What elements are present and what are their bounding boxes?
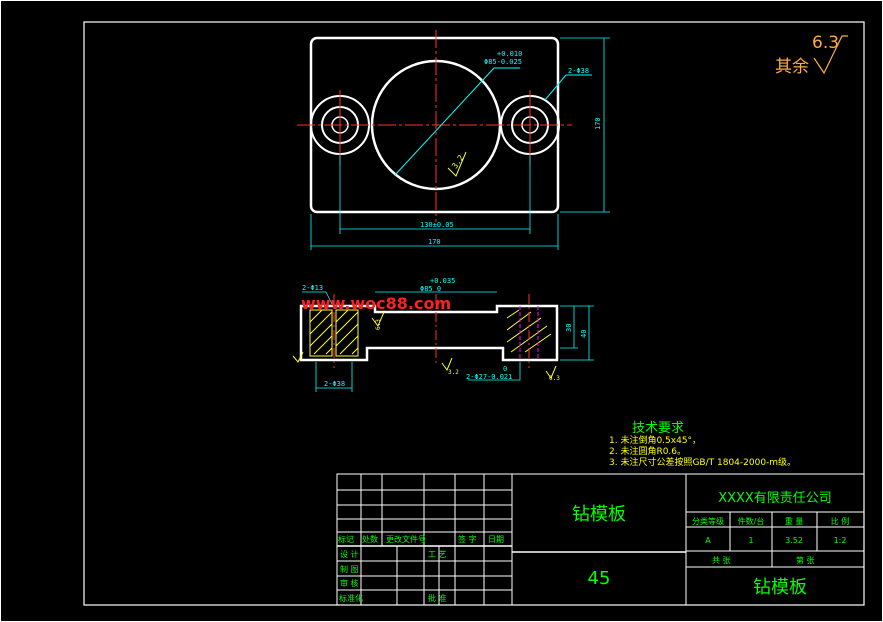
tb-head-doc: 更改文件号 — [386, 534, 426, 544]
tech-req-item-3: 3. 未注尺寸公差按照GB/T 1804-2000-m级。 — [609, 456, 796, 468]
spacing-dim-text: 130±0.05 — [420, 221, 454, 229]
counterbore-callout: 2-Φ38 — [324, 380, 345, 388]
roughness-symbol-general: 其余 6.3 — [775, 33, 848, 77]
small-holes-leader-2 — [325, 291, 333, 305]
drawing-name: 钻模板 — [753, 577, 807, 598]
tb-info-h-scale: 比 例 — [831, 516, 850, 526]
holes-callout: 2-Φ38 — [568, 67, 589, 75]
tech-req-item-1: 1. 未注倒角0.5x45°， — [609, 434, 701, 446]
tech-requirements: 技术要求 1. 未注倒角0.5x45°， 2. 未注圆角R0.6。 3. 未注尺… — [609, 421, 796, 468]
pin-diameter: 2-Φ27-0.021 — [466, 373, 512, 381]
left-hatch-2 — [335, 309, 359, 355]
left-hatch — [309, 309, 333, 355]
tb-process: 工 艺 — [428, 550, 447, 559]
material: 45 — [588, 568, 611, 589]
left-hatch-frame-2 — [335, 309, 359, 357]
tb-design: 设 计 — [340, 549, 359, 559]
pin-tol-zero: 0 — [503, 365, 507, 373]
bore-diameter: Φ85-0.025 — [484, 58, 522, 66]
tb-info-h-qty: 件数/台 — [738, 516, 765, 526]
tb-info-weight: 3.52 — [785, 536, 803, 545]
bore-tolerance: +0.010 — [497, 50, 522, 58]
tb-sheet-no: 第 张 — [796, 555, 815, 565]
part-name: 钻模板 — [572, 504, 626, 525]
watermark: www.woc88.com — [301, 294, 451, 313]
roughness-check-icon — [813, 35, 848, 75]
tb-head-sign: 签 字 — [458, 534, 477, 544]
roughness-3-2-icon — [447, 151, 467, 177]
section-view: 2-Φ13 +0.035 Φ85 0 30 40 2-Φ38 0 2-Φ27-0… — [292, 277, 594, 392]
tech-req-title: 技术要求 — [632, 421, 684, 436]
tb-head-count: 处数 — [362, 534, 378, 544]
width-dim-text: 170 — [594, 117, 602, 130]
dim-40-text: 40 — [580, 330, 588, 338]
roughness-value: 6.3 — [812, 33, 839, 53]
sec-roughness-left-icon — [371, 311, 385, 327]
roughness-prefix: 其余 — [775, 57, 809, 77]
tb-head-mark: 标记 — [338, 534, 354, 544]
top-view: +0.010 Φ85-0.025 2-Φ38 3.2 170 130±0.05 … — [297, 30, 610, 250]
left-hatch-frame — [309, 309, 333, 357]
bore-dim-line — [394, 67, 495, 176]
title-block-frame — [336, 473, 865, 606]
roughness-3-2: 3.2 — [450, 153, 466, 170]
tb-info-h-weight: 重 量 — [785, 516, 804, 526]
company-name: XXXX有限责任公司 — [718, 491, 832, 506]
tb-approve: 批 准 — [428, 593, 447, 603]
sec-roughness-mid-icon — [441, 357, 453, 372]
title-block — [336, 473, 865, 606]
section-outline — [299, 304, 559, 362]
tb-head-date: 日期 — [488, 535, 504, 544]
sec-bore-diameter: Φ85 0 — [420, 285, 441, 293]
tb-info-scale: 1:2 — [834, 536, 847, 545]
title-block-text: 标记 处数 更改文件号 签 字 日期 设 计 工 艺 制 图 审 核 标准化 批… — [338, 491, 849, 603]
tb-info-qty: 1 — [748, 536, 753, 545]
overall-dim-text: 170 — [428, 238, 441, 246]
dim-30-text: 30 — [565, 324, 573, 332]
sec-roughness-right: 6.3 — [549, 375, 560, 382]
sec-roughness-mid: 3.2 — [448, 369, 459, 376]
holes-leader — [544, 74, 567, 101]
small-holes-callout: 2-Φ13 — [302, 284, 323, 292]
sec-roughness-left: 6.3 — [375, 319, 382, 330]
sec-bore-tolerance: +0.035 — [430, 277, 455, 285]
right-hatch — [506, 309, 552, 353]
tb-sheets-total: 共 张 — [712, 556, 731, 565]
tb-standard: 标准化 — [339, 593, 363, 603]
sec-roughness-bottom-icon — [292, 351, 304, 363]
tb-review: 审 核 — [340, 578, 359, 588]
tb-drafting: 制 图 — [340, 564, 359, 574]
tb-info-class: A — [705, 536, 711, 545]
tech-req-item-2: 2. 未注圆角R0.6。 — [609, 445, 686, 457]
sec-roughness-right-icon — [545, 365, 557, 380]
tb-info-h-class: 分类等级 — [692, 516, 724, 526]
